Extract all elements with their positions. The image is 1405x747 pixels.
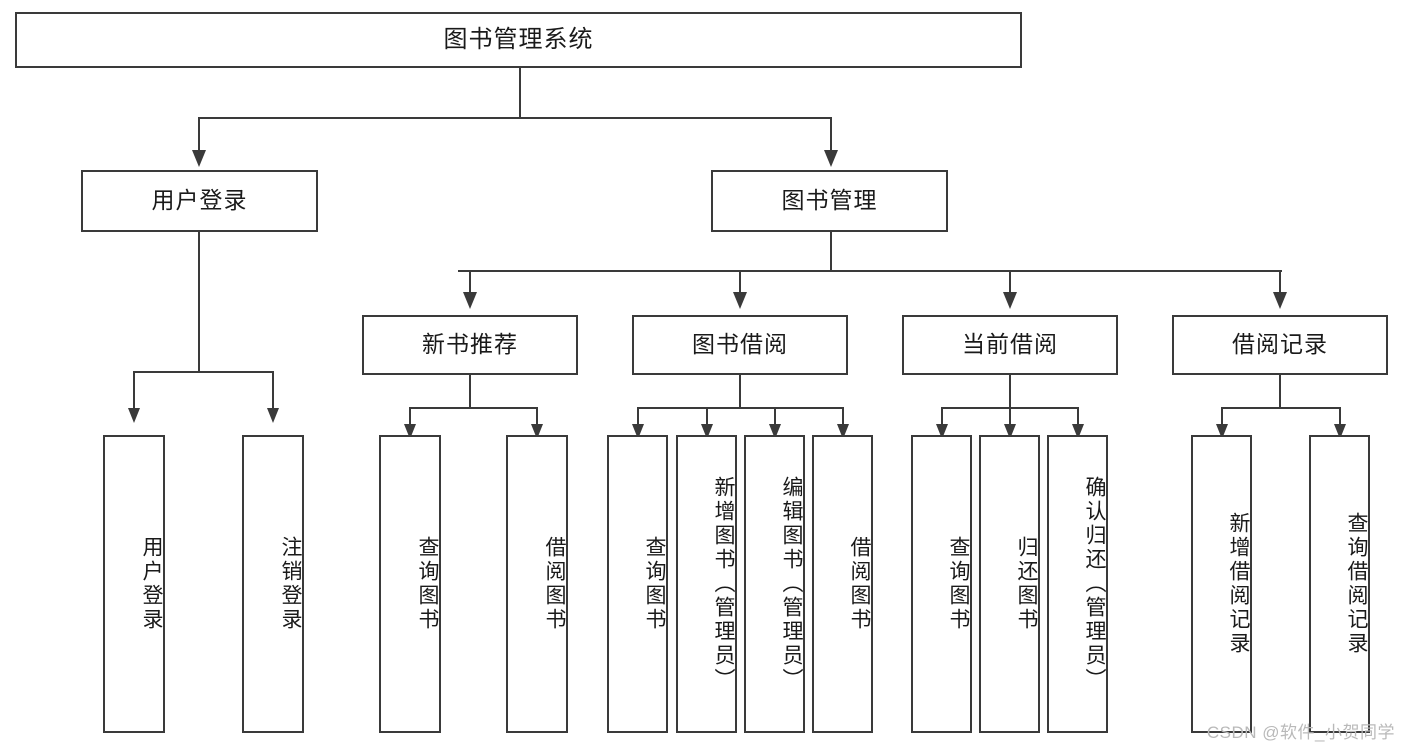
leaf-return-book[interactable]: 归还图书	[979, 435, 1040, 733]
leaf-confirm-return[interactable]: 确认归还（管理员）	[1047, 435, 1108, 733]
connector-book-borrow-trunk	[739, 375, 741, 409]
connector-to-current-borrow	[1009, 270, 1011, 295]
connector-book-manage-trunk	[830, 232, 832, 272]
connector-user-login-trunk	[198, 232, 200, 372]
connector-root-bus	[198, 117, 832, 119]
arrowhead-to-book-borrow	[733, 292, 747, 309]
leaf-query-book-2[interactable]: 查询图书	[607, 435, 668, 733]
connector-current-borrow-drop-2	[1009, 407, 1011, 429]
connector-book-manage-bus	[458, 270, 1282, 272]
leaf-query-book-1-label: 查询图书	[416, 536, 439, 632]
arrowhead-to-current-borrow	[1003, 292, 1017, 309]
connector-current-borrow-drop-3	[1077, 407, 1079, 429]
arrowhead-root-to-user-login	[192, 150, 206, 167]
connector-book-borrow-drop-2	[706, 407, 708, 429]
node-borrow-record[interactable]: 借阅记录	[1172, 315, 1388, 375]
connector-new-book-rec-drop-1	[409, 407, 411, 429]
connector-borrow-record-trunk	[1279, 375, 1281, 409]
node-root-label: 图书管理系统	[443, 25, 594, 53]
node-current-borrow[interactable]: 当前借阅	[902, 315, 1118, 375]
leaf-return-book-label: 归还图书	[1015, 536, 1038, 632]
arrowhead-to-borrow-record	[1273, 292, 1287, 309]
connector-borrow-record-bus	[1221, 407, 1341, 409]
leaf-query-book-3[interactable]: 查询图书	[911, 435, 972, 733]
leaf-logout[interactable]: 注销登录	[242, 435, 304, 733]
leaf-add-book[interactable]: 新增图书（管理员）	[676, 435, 737, 733]
node-root[interactable]: 图书管理系统	[15, 12, 1022, 68]
connector-new-book-rec-trunk	[469, 375, 471, 409]
node-user-login-label: 用户登录	[151, 187, 248, 214]
csdn-watermark: CSDN @软件_小贺同学	[1206, 723, 1395, 742]
connector-to-new-book-rec	[469, 270, 471, 295]
node-borrow-record-label: 借阅记录	[1232, 331, 1328, 358]
connector-current-borrow-trunk	[1009, 375, 1011, 409]
leaf-query-record[interactable]: 查询借阅记录	[1309, 435, 1370, 733]
node-user-login[interactable]: 用户登录	[81, 170, 318, 232]
node-book-borrow[interactable]: 图书借阅	[632, 315, 848, 375]
leaf-query-book-3-label: 查询图书	[947, 536, 970, 632]
leaf-query-book-2-label: 查询图书	[643, 536, 666, 632]
connector-user-login-drop-1	[133, 371, 135, 411]
leaf-confirm-return-label: 确认归还（管理员）	[1083, 476, 1106, 692]
leaf-add-record[interactable]: 新增借阅记录	[1191, 435, 1252, 733]
leaf-user-login-label: 用户登录	[140, 536, 163, 632]
leaf-borrow-book-2-label: 借阅图书	[848, 536, 871, 632]
leaf-logout-label: 注销登录	[279, 536, 302, 632]
connector-current-borrow-drop-1	[941, 407, 943, 429]
arrowhead-root-to-book-manage	[824, 150, 838, 167]
leaf-edit-book[interactable]: 编辑图书（管理员）	[744, 435, 805, 733]
leaf-borrow-book-1-label: 借阅图书	[543, 536, 566, 632]
connector-root-trunk	[519, 68, 521, 118]
leaf-query-book-1[interactable]: 查询图书	[379, 435, 441, 733]
connector-borrow-record-drop-2	[1339, 407, 1341, 429]
leaf-borrow-book-2[interactable]: 借阅图书	[812, 435, 873, 733]
connector-book-borrow-drop-3	[774, 407, 776, 429]
connector-new-book-rec-drop-2	[536, 407, 538, 429]
connector-user-login-bus	[133, 371, 273, 373]
node-book-borrow-label: 图书借阅	[692, 331, 788, 358]
connector-new-book-rec-bus	[409, 407, 537, 409]
leaf-query-record-label: 查询借阅记录	[1345, 512, 1368, 656]
leaf-borrow-book-1[interactable]: 借阅图书	[506, 435, 568, 733]
arrowhead-user-login-leaf-1	[128, 408, 140, 423]
connector-to-borrow-record	[1279, 270, 1281, 295]
connector-book-borrow-bus	[637, 407, 844, 409]
connector-book-borrow-drop-4	[842, 407, 844, 429]
leaf-user-login[interactable]: 用户登录	[103, 435, 165, 733]
arrowhead-to-new-book-rec	[463, 292, 477, 309]
node-book-manage[interactable]: 图书管理	[711, 170, 948, 232]
connector-to-book-borrow	[739, 270, 741, 295]
connector-root-to-book-manage	[830, 117, 832, 153]
connector-user-login-drop-2	[272, 371, 274, 411]
arrowhead-user-login-leaf-2	[267, 408, 279, 423]
connector-root-to-user-login	[198, 117, 200, 153]
connector-book-borrow-drop-1	[637, 407, 639, 429]
node-new-book-rec-label: 新书推荐	[422, 331, 518, 358]
leaf-add-record-label: 新增借阅记录	[1227, 512, 1250, 656]
leaf-add-book-label: 新增图书（管理员）	[712, 476, 735, 692]
node-current-borrow-label: 当前借阅	[962, 331, 1058, 358]
leaf-edit-book-label: 编辑图书（管理员）	[780, 476, 803, 692]
node-new-book-rec[interactable]: 新书推荐	[362, 315, 578, 375]
connector-borrow-record-drop-1	[1221, 407, 1223, 429]
node-book-manage-label: 图书管理	[781, 187, 878, 214]
